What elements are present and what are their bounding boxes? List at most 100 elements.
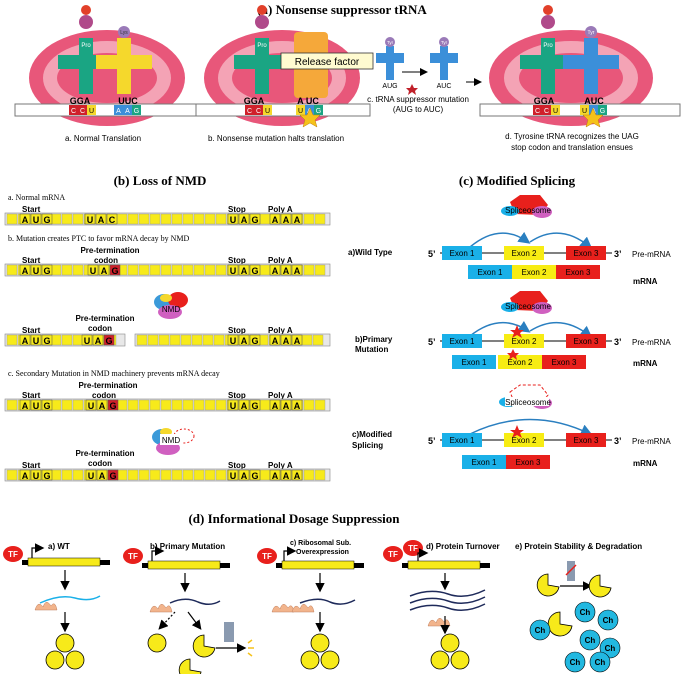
exon-label: Exon 2 (512, 249, 537, 258)
panel-d-title: (d) Informational Dosage Suppression (188, 511, 400, 526)
exon-label: Exon 2 (522, 268, 547, 277)
nt: C (256, 108, 261, 115)
chaperone-icon (597, 609, 619, 631)
chaperone-icon (589, 651, 611, 673)
normal-mrna-heading: a. Normal mRNA (8, 193, 65, 202)
mrna-label: mRNA (633, 277, 658, 286)
pacman-icon (536, 573, 560, 597)
three-prime: 3’ (614, 249, 622, 259)
nucleotide: U (88, 401, 95, 411)
mrna-label: mRNA (633, 459, 658, 468)
splicing-primary-mutation: Spliceosome b)Primary Mutation 5’ Exon 1… (355, 291, 671, 369)
free-trna-aug: Tyr AUG (376, 37, 404, 90)
nucleotide: A (95, 336, 102, 346)
trna-blue-icon: Tyr (563, 26, 619, 94)
start-label: Start (22, 205, 41, 214)
aa-label: Tyr (387, 40, 394, 45)
nucleotide: U (84, 336, 91, 346)
mutation-star-icon (510, 425, 524, 438)
nucleotide: A (22, 266, 29, 276)
nucleotide: G (109, 401, 116, 411)
anticodon: GGA (70, 96, 91, 106)
nucleotide: U (88, 471, 95, 481)
nucleotide: A (272, 266, 279, 276)
nt: A (116, 108, 121, 115)
tf-label: TF (128, 552, 138, 561)
mutation-star-icon (507, 349, 519, 360)
nucleotide: A (241, 336, 248, 346)
exon-label: Exon 2 (512, 436, 537, 445)
nucleotide: A (241, 266, 248, 276)
polya-label: Poly A (268, 205, 293, 214)
free-trna-auc: Tyr AUC (430, 37, 458, 90)
aa-label: Pro (543, 43, 553, 49)
nucleotide: U (230, 471, 237, 481)
panel-a-title: (a) Nonsense suppressor tRNA (257, 2, 427, 17)
codon-1: C C U (69, 105, 96, 115)
nt: U (582, 108, 587, 115)
nucleotide: G (111, 266, 118, 276)
panel-b-title: (b) Loss of NMD (114, 173, 207, 188)
nt: A (125, 108, 130, 115)
trna-green-icon: Pro (234, 5, 290, 94)
tf-label: TF (262, 552, 272, 561)
exon-label: Exon 1 (450, 337, 475, 346)
pacman-icon (178, 658, 202, 679)
start-label: Start (22, 326, 41, 335)
five-prime: 5’ (428, 337, 436, 347)
case-label: c) Ribosomal Sub. (290, 540, 351, 547)
secondary-heading: c. Secondary Mutation in NMD machinery p… (8, 369, 220, 378)
panel-c-title: (c) Modified Splicing (459, 173, 576, 188)
exon-label: Exon 1 (478, 268, 503, 277)
exon-label: Exon 1 (462, 358, 487, 367)
stop-label: Stop (228, 326, 246, 335)
trna-green-icon: Pro (520, 5, 576, 94)
aa-label: Pro (81, 43, 91, 49)
nucleotide: A (22, 401, 29, 411)
case-label: b) Primary Mutation (150, 542, 225, 551)
mutation-caption: (AUG to AUC) (393, 105, 444, 114)
nucleotide: G (43, 215, 50, 225)
nucleotide: A (283, 266, 290, 276)
nucleotide: A (98, 215, 105, 225)
tf-label: TF (408, 544, 418, 553)
nucleotide: U (230, 266, 237, 276)
stop-label: Stop (228, 256, 246, 265)
nmd-label: NMD (162, 305, 180, 314)
ribosome-normal: Pro Lys GGA UUC C C U A A G a. Normal Tr… (14, 5, 206, 143)
nucleotide: G (105, 336, 112, 346)
exon-label: Exon 1 (450, 249, 475, 258)
chaperone-label: Ch (535, 626, 546, 635)
nt: G (134, 108, 139, 115)
start-label: Start (22, 461, 41, 470)
nmd-label: NMD (162, 436, 180, 445)
mutation-heading: b. Mutation creates PTC to favor mRNA de… (8, 234, 190, 243)
polya-label: Poly A (268, 461, 293, 470)
ptc-label: Pre-termination (75, 314, 134, 323)
nucleotide: A (294, 336, 301, 346)
ptc-label: codon (94, 256, 118, 265)
exon-label: Exon 3 (566, 268, 591, 277)
nucleotide: G (43, 266, 50, 276)
nucleotide: A (241, 471, 248, 481)
mutation-caption: c. tRNA suppressor mutation (367, 95, 469, 104)
pacman-icon (192, 634, 216, 658)
chaperone-icon (574, 601, 596, 623)
pacman-icon (588, 574, 612, 598)
nucleotide: A (272, 471, 279, 481)
ptc-label: Pre-termination (80, 246, 139, 255)
nucleotide: U (33, 336, 40, 346)
nmd-complex-mutant-icon: NMD (152, 428, 195, 455)
chaperone-label: Ch (570, 658, 581, 667)
nt: U (298, 108, 303, 115)
dosage-turnover: TF TF d) Protein Turnover (383, 540, 500, 670)
nucleotide: U (87, 215, 94, 225)
nucleotide: A (294, 471, 301, 481)
nt: C (535, 108, 540, 115)
release-factor-label: Release factor (295, 57, 360, 68)
nucleotide: G (43, 471, 50, 481)
